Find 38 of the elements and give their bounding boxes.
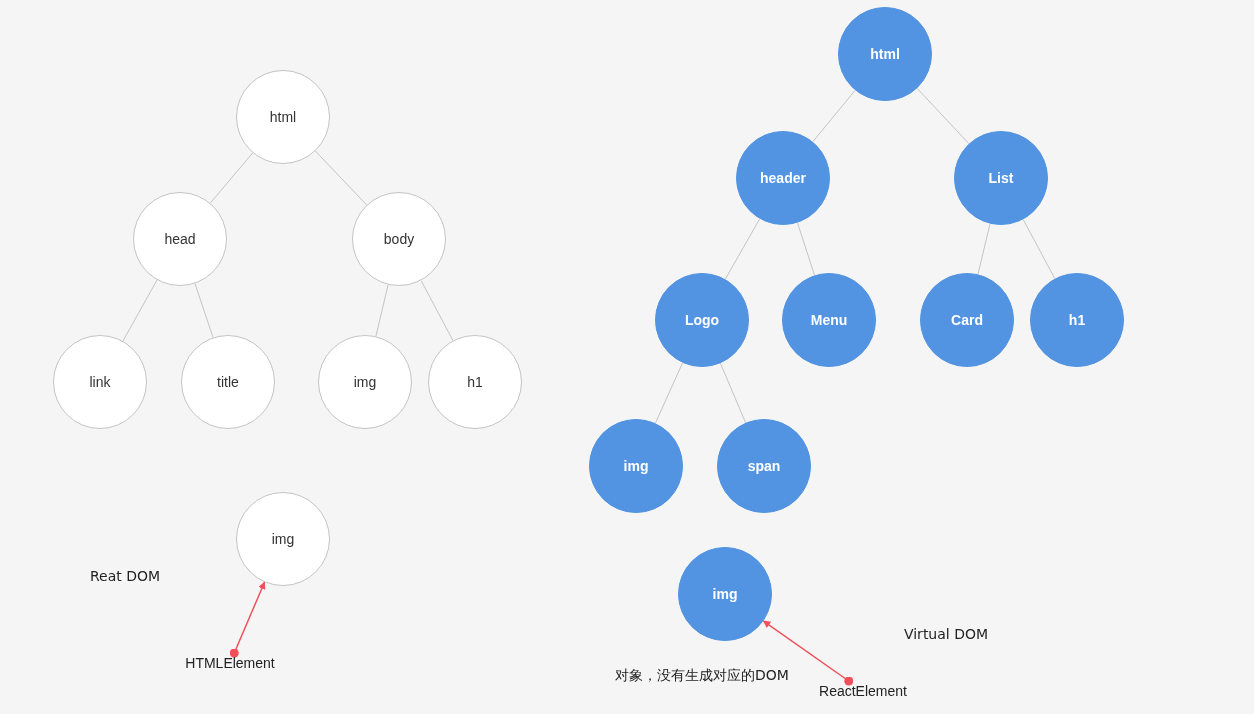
node-label: h1	[1068, 310, 1086, 330]
node-label: List	[988, 168, 1014, 188]
connector-line	[916, 87, 970, 145]
node-label: html	[269, 107, 297, 127]
node-label: img	[353, 372, 377, 392]
connector-line	[719, 362, 747, 424]
node-label: html	[870, 44, 900, 64]
node-label: title	[217, 372, 239, 392]
connector-line	[194, 283, 214, 338]
connector-line	[314, 150, 368, 206]
node-label: span	[747, 456, 781, 476]
node-label: img	[271, 529, 295, 549]
node-label: head	[164, 229, 196, 249]
arrow	[762, 620, 854, 686]
caption-text: 对象，没有生成对应的DOM	[615, 665, 789, 685]
connector-line	[1022, 218, 1056, 280]
element-label: ReactElement	[819, 681, 907, 701]
node-label: body	[383, 229, 415, 249]
arrow	[229, 581, 266, 658]
caption-text: Virtual DOM	[903, 624, 989, 644]
connector-line	[812, 89, 856, 143]
node-label: Card	[951, 310, 983, 330]
connector-line	[375, 284, 389, 337]
node-label: img	[712, 584, 738, 604]
node-label: link	[89, 372, 111, 392]
connector-line	[122, 279, 158, 342]
node-label: h1	[467, 372, 483, 392]
node-label: Logo	[684, 310, 720, 330]
node-label: header	[760, 168, 806, 188]
node-label: img	[623, 456, 649, 476]
element-label: HTMLElement	[185, 653, 275, 673]
connector-line	[724, 218, 761, 280]
caption-text: Reat DOM	[89, 566, 161, 586]
node-label: Menu	[810, 310, 848, 330]
connector-line	[977, 223, 991, 275]
connector-line	[420, 280, 454, 341]
connector-line	[654, 362, 684, 424]
connector-line	[209, 152, 254, 204]
